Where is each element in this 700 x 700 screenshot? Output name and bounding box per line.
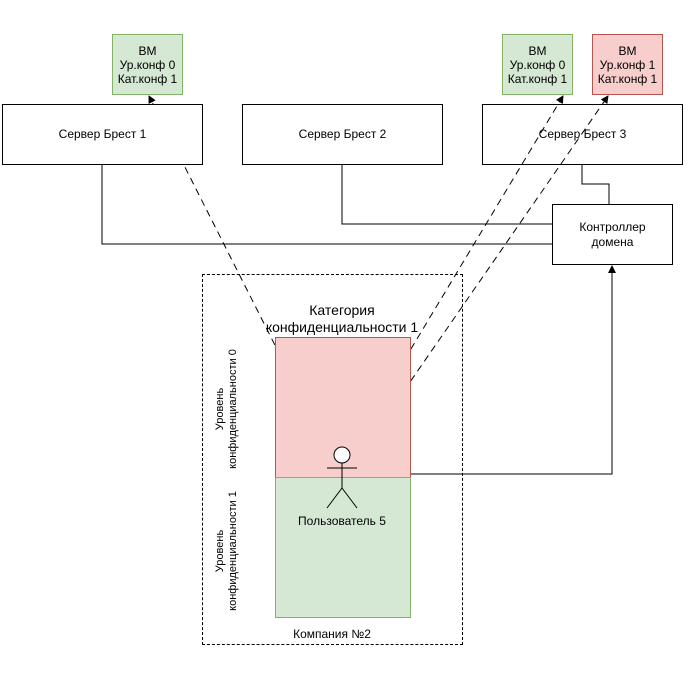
server-brest-2[interactable]: Сервер Брест 2 [242, 104, 443, 165]
category-title: Категория конфиденциальности 1 [265, 302, 419, 335]
level-1-label: Уровень конфиденциальности 1 [214, 491, 239, 611]
controller-label: Контроллер домена [579, 219, 646, 249]
link-server1-controller [101, 165, 552, 245]
vm-category: Кат.конф 1 [507, 71, 568, 86]
server-label: Сервер Брест 2 [298, 127, 387, 141]
vm-level: Ур.конф 0 [509, 57, 566, 72]
vm-box[interactable]: ВМ Ур.конф 0 Кат.конф 1 [502, 34, 573, 95]
user-label: Пользователь 5 [298, 514, 386, 528]
vm-box[interactable]: ВМ Ур.конф 0 Кат.конф 1 [112, 34, 183, 95]
vm-level: Ур.конф 1 [599, 57, 656, 72]
vm-title: ВМ [528, 43, 547, 58]
vm-category: Кат.конф 1 [597, 71, 658, 86]
link-server2-controller [341, 165, 552, 225]
server-brest-3[interactable]: Сервер Брест 3 [482, 104, 683, 165]
vm-title: ВМ [138, 43, 157, 58]
user-actor-icon[interactable] [322, 446, 362, 512]
vm-title: ВМ [618, 43, 637, 58]
domain-controller[interactable]: Контроллер домена [552, 204, 673, 265]
server-brest-1[interactable]: Сервер Брест 1 [2, 104, 203, 165]
company-label: Компания №2 [293, 627, 371, 641]
level-0-label: Уровень конфиденциальности 0 [214, 349, 239, 469]
link-server3-controller [581, 165, 610, 204]
vm-box[interactable]: ВМ Ур.конф 1 Кат.конф 1 [592, 34, 663, 95]
server-label: Сервер Брест 3 [538, 127, 627, 141]
company-frame [202, 274, 463, 645]
server-label: Сервер Брест 1 [58, 127, 147, 141]
vm-category: Кат.конф 1 [117, 71, 178, 86]
link-user-controller-arrow [410, 265, 616, 475]
vm-level: Ур.конф 0 [119, 57, 176, 72]
level-1-zone [275, 477, 411, 618]
